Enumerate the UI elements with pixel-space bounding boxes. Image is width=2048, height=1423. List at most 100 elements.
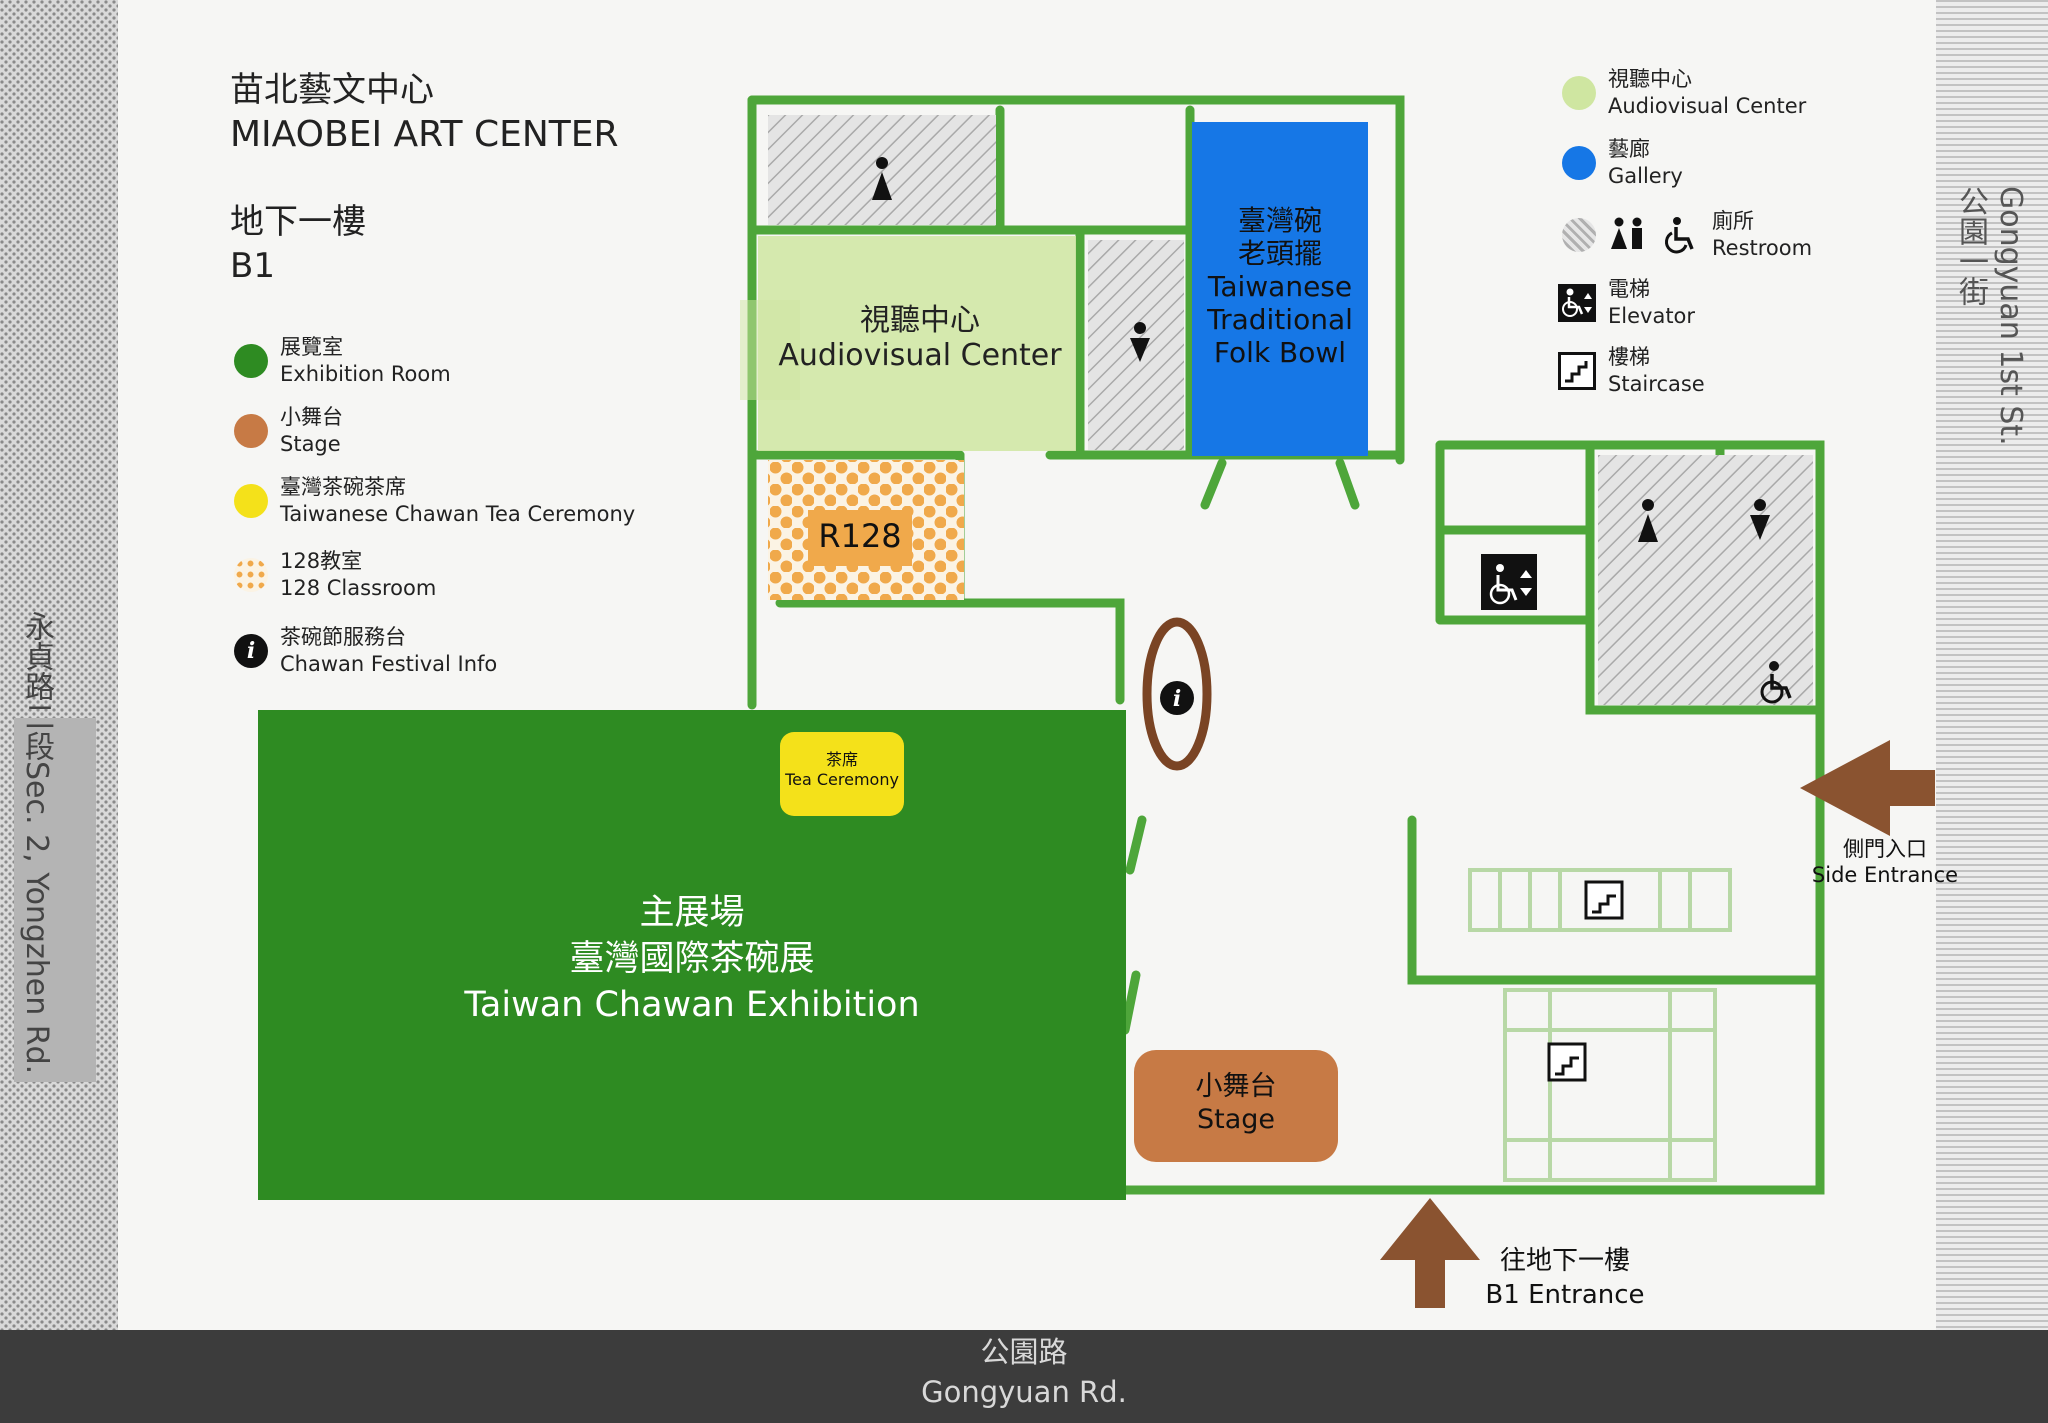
classroom-swatch	[234, 558, 268, 592]
legend-label-en: Stage	[280, 432, 341, 456]
left-street-en: Sec. 2, Yongzhen Rd.	[19, 760, 54, 1074]
legend-label-en: Staircase	[1608, 372, 1705, 396]
left-street-label: Sec. 2, Yongzhen Rd. 永貞路二段	[16, 611, 56, 1074]
side-entrance-label-zh: 側門入口	[1843, 837, 1927, 861]
title-block: 苗北藝文中心 MIAOBEI ART CENTER 地下一樓 B1	[230, 68, 619, 288]
gallery-label-zh1: 臺灣碗	[1237, 204, 1322, 237]
legend-stage: 小舞台 Stage	[234, 404, 343, 458]
legend-label-zh: 藝廊	[1608, 137, 1650, 161]
tea-ceremony-label-zh: 茶席	[825, 750, 858, 769]
elevator-icon-map	[1481, 554, 1537, 610]
gallery-swatch	[1562, 146, 1596, 180]
legend-label-zh: 小舞台	[280, 405, 343, 429]
floor-title-zh: 地下一樓	[230, 202, 366, 242]
exhibition-swatch	[234, 344, 268, 378]
floor-title-en: B1	[230, 246, 275, 286]
legend-gallery: 藝廊 Gallery	[1562, 136, 1683, 190]
tea-ceremony-area	[780, 732, 904, 816]
audiovisual-area	[758, 236, 1076, 451]
tea-swatch	[234, 484, 268, 518]
legend-info: i 茶碗節服務台 Chawan Festival Info	[234, 624, 497, 678]
svg-text:i: i	[1173, 686, 1181, 712]
left-sidewalk	[0, 0, 118, 1330]
center-title-zh: 苗北藝文中心	[230, 70, 434, 110]
main-hall-label-en: Taiwan Chawan Exhibition	[464, 985, 920, 1025]
legend-restroom: 廁所 Restroom	[1562, 208, 1812, 262]
right-sidewalk	[1936, 0, 2048, 1340]
b1-entrance-label: 往地下一樓 B1 Entrance	[1480, 1244, 1650, 1312]
legend-label-zh: 電梯	[1608, 277, 1650, 301]
legend-label-zh: 128教室	[280, 549, 363, 573]
side-entrance-arrow	[1800, 740, 1935, 836]
legend-label-zh: 視聽中心	[1608, 67, 1692, 91]
tea-ceremony-label: 茶席 Tea Ceremony	[780, 750, 904, 790]
center-title-en: MIAOBEI ART CENTER	[230, 114, 619, 155]
gallery-label-en1: Taiwanese	[1207, 270, 1353, 303]
side-entrance-label: 側門入口 Side Entrance	[1800, 836, 1970, 888]
gallery-label-zh2: 老頭擺	[1237, 237, 1322, 270]
staircase-icon	[1558, 352, 1596, 390]
legend-staircase: 樓梯 Staircase	[1558, 344, 1705, 398]
bottom-street-zh: 公園路	[980, 1335, 1068, 1369]
stage-label-zh: 小舞台	[1195, 1071, 1277, 1102]
audiovisual-label: 視聽中心 Audiovisual Center	[770, 303, 1070, 373]
right-street-zh: 公園一街	[1953, 186, 1988, 306]
classroom-label: R128	[818, 517, 902, 555]
main-hall-label-zh1: 主展場	[639, 893, 745, 933]
left-street-plate	[14, 718, 96, 1082]
stage-label: 小舞台 Stage	[1134, 1070, 1338, 1136]
staircase-icon-map-1	[1584, 880, 1624, 920]
right-street-label: Gongyuan 1st St. 公園一街	[1950, 186, 2030, 466]
legend-label-en: Elevator	[1608, 304, 1696, 328]
restroom-swatch	[1562, 218, 1596, 252]
legend-label-zh: 廁所	[1712, 209, 1754, 233]
legend-exhibition-room: 展覽室 Exhibition Room	[234, 334, 451, 388]
legend-label-en: 128 Classroom	[280, 576, 437, 600]
audiovisual-label-en: Audiovisual Center	[778, 337, 1062, 373]
gallery-area	[1192, 122, 1368, 456]
b1-entrance-arrow	[1380, 1198, 1480, 1308]
gallery-label-en3: Folk Bowl	[1213, 336, 1347, 369]
bottom-street-en: Gongyuan Rd.	[921, 1375, 1127, 1409]
legend-label-zh: 臺灣茶碗茶席	[280, 475, 406, 499]
gallery-label: 臺灣碗 老頭擺 Taiwanese Traditional Folk Bowl	[1192, 204, 1368, 369]
stage-area	[1134, 1050, 1338, 1162]
audiovisual-label-zh: 視聽中心	[860, 303, 980, 338]
elevator-icon	[1558, 284, 1596, 322]
bottom-road	[0, 1330, 2048, 1423]
left-street-zh: 永貞路二段	[19, 610, 54, 761]
staircase-icon-map-2	[1547, 1042, 1587, 1082]
legend-label-en: Exhibition Room	[280, 362, 451, 386]
accessible-restroom-icon-map	[1760, 661, 1792, 704]
legend-elevator: 電梯 Elevator	[1558, 276, 1695, 330]
b1-entrance-label-zh: 往地下一樓	[1499, 1246, 1630, 1276]
stage-label-en: Stage	[1196, 1104, 1276, 1135]
bottom-street-label: 公園路 Gongyuan Rd.	[824, 1332, 1224, 1412]
legend-audiovisual: 視聽中心 Audiovisual Center	[1562, 66, 1806, 120]
legend-tea-ceremony: 臺灣茶碗茶席 Taiwanese Chawan Tea Ceremony	[234, 474, 635, 528]
legend-label-zh: 茶碗節服務台	[280, 625, 406, 649]
restroom-area-right	[1598, 455, 1813, 705]
legend-label-en: Gallery	[1608, 164, 1683, 188]
main-hall-label-zh2: 臺灣國際茶碗展	[569, 939, 815, 979]
legend-label-en: Taiwanese Chawan Tea Ceremony	[280, 502, 636, 526]
accessible-icon	[1660, 215, 1700, 255]
info-desk-outline	[1142, 617, 1212, 771]
side-entrance-label-en: Side Entrance	[1811, 863, 1959, 887]
restroom-icon	[1608, 215, 1648, 255]
info-icon: i	[234, 634, 268, 668]
legend-label-en: Restroom	[1712, 236, 1813, 260]
b1-entrance-label-en: B1 Entrance	[1485, 1280, 1645, 1310]
legend-label-en: Audiovisual Center	[1608, 94, 1807, 118]
restroom-area-top	[768, 115, 996, 225]
legend-label-zh: 展覽室	[280, 335, 343, 359]
legend-classroom: 128教室 128 Classroom	[234, 548, 436, 602]
exhibition-hall-area	[258, 710, 1126, 1200]
right-street-en: Gongyuan 1st St.	[1993, 186, 2028, 446]
tea-ceremony-label-en: Tea Ceremony	[785, 770, 899, 789]
main-hall-label: 主展場 臺灣國際茶碗展 Taiwan Chawan Exhibition	[258, 890, 1126, 1028]
legend-label-zh: 樓梯	[1608, 345, 1650, 369]
gallery-label-en2: Traditional	[1207, 303, 1353, 336]
legend-label-en: Chawan Festival Info	[280, 652, 498, 676]
